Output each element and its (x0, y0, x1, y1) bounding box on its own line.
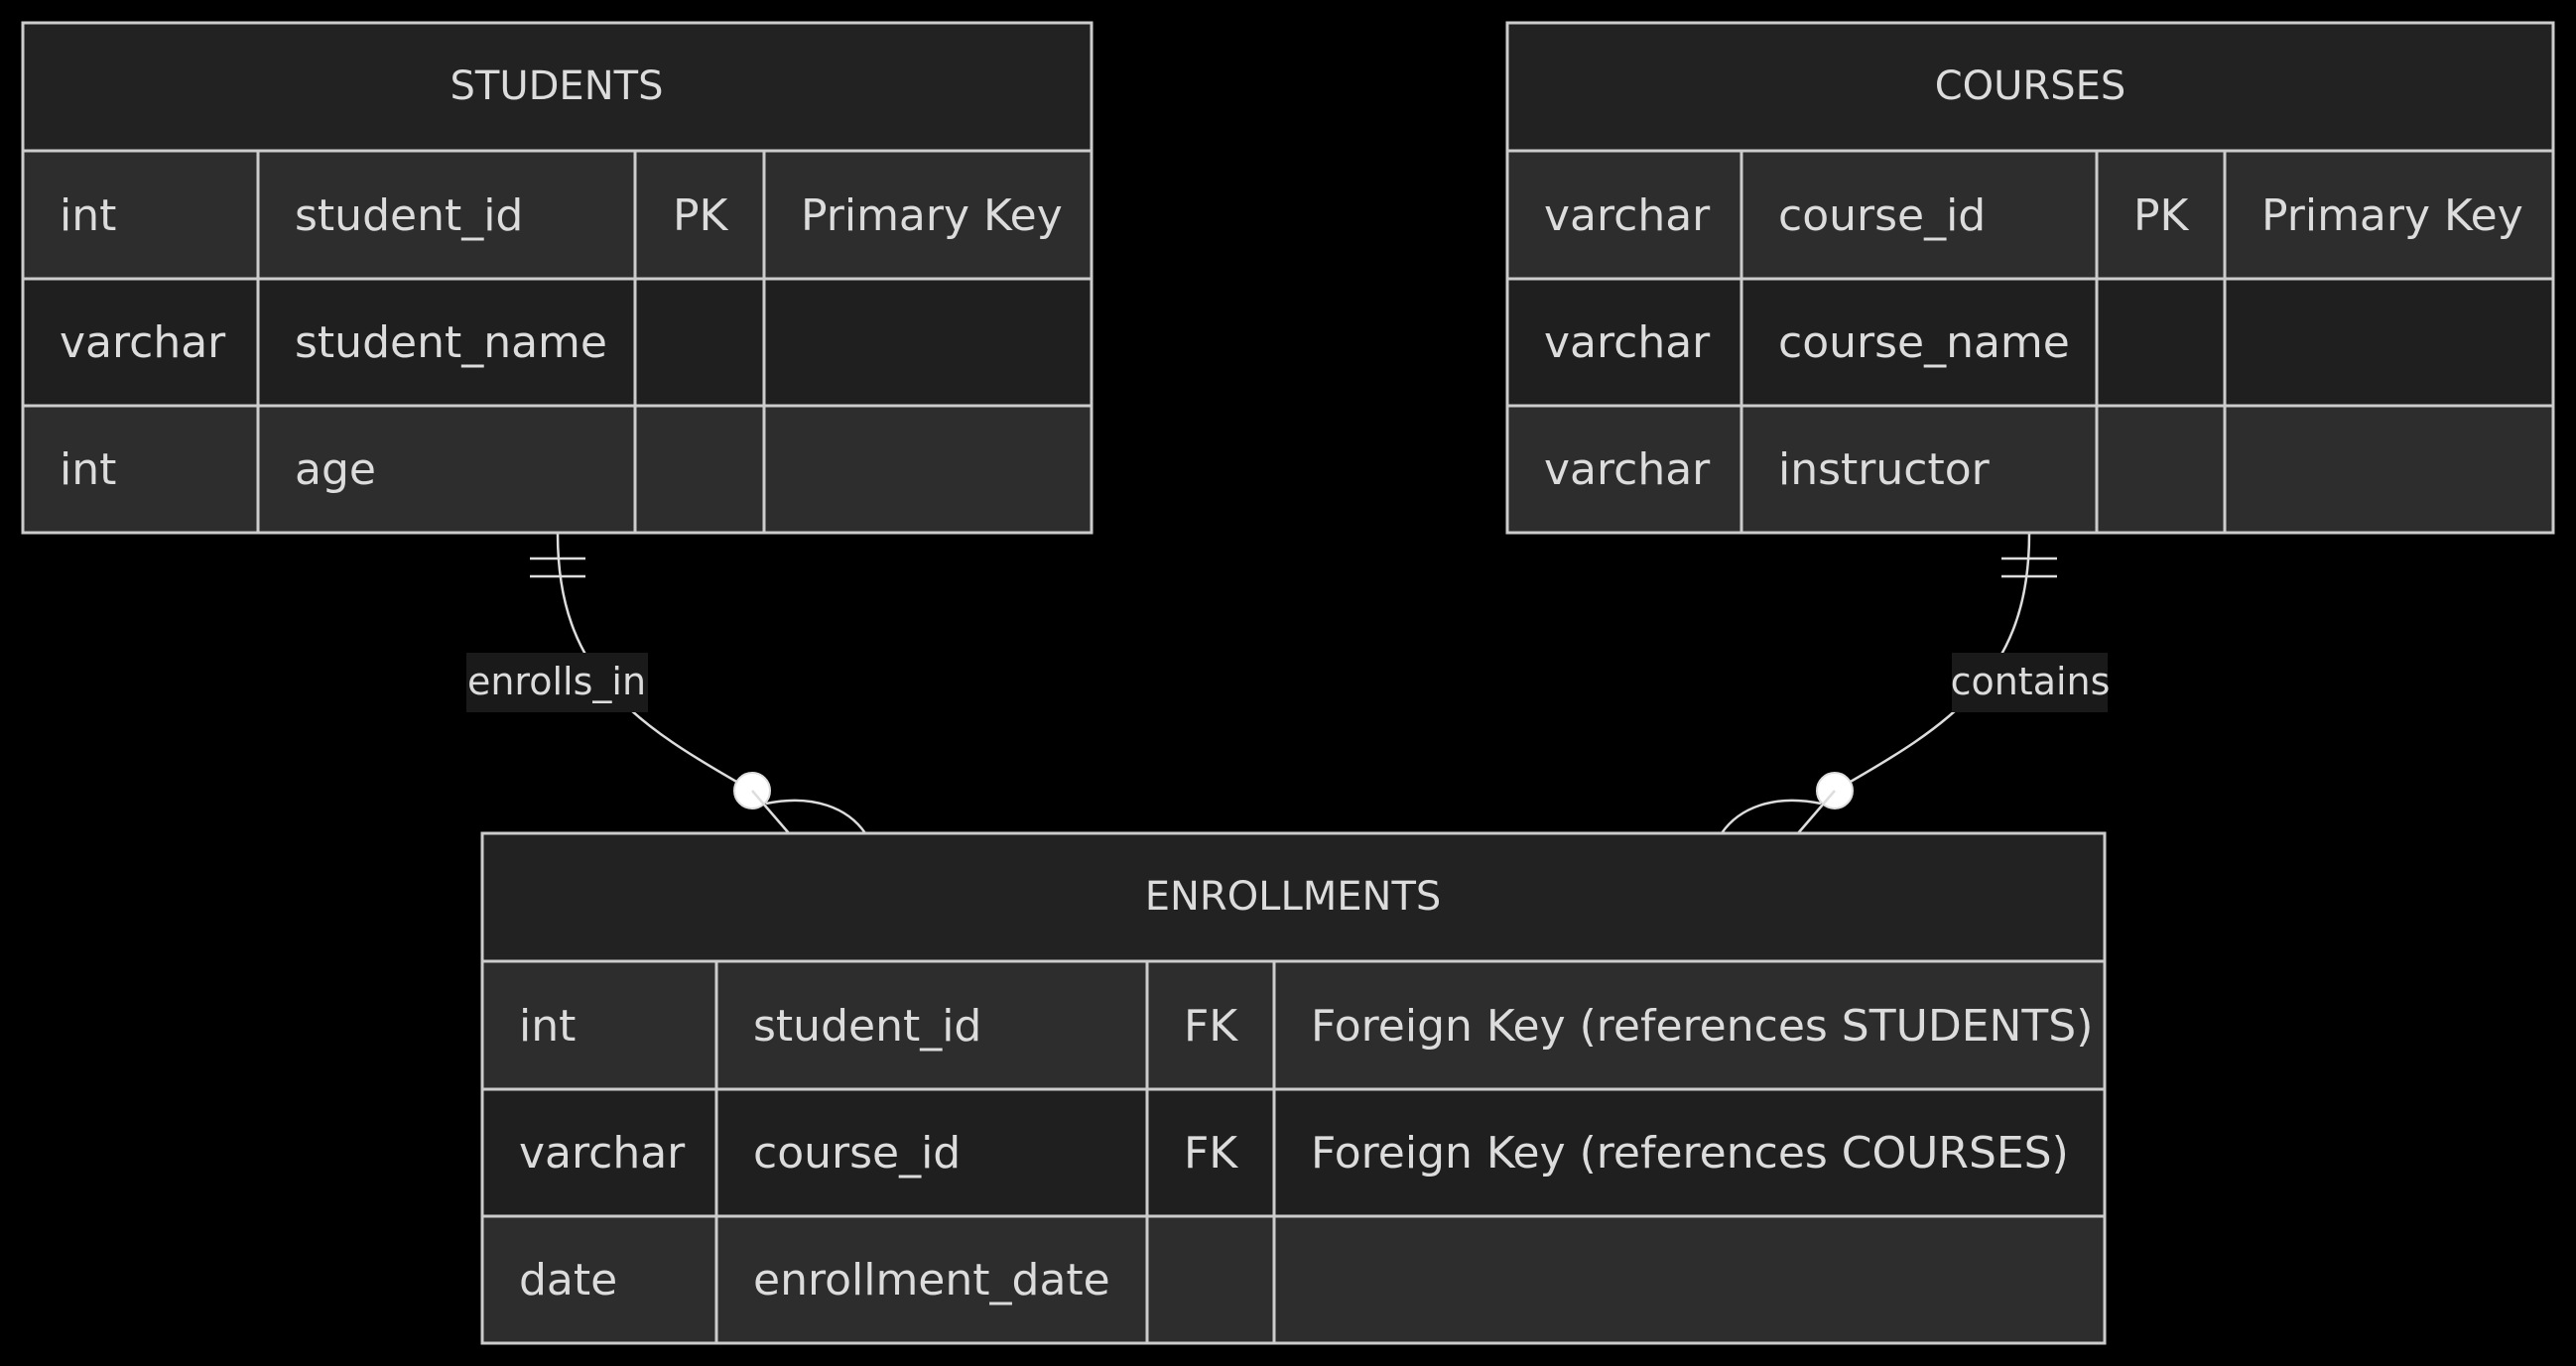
attribute-name: student_id (295, 190, 523, 241)
entity-students: STUDENTS int student_id PK Primary Key v… (21, 21, 1094, 535)
entity-row (1507, 406, 2553, 533)
crowfoot-marker (751, 790, 867, 834)
relationship-contains: contains (1720, 533, 2111, 834)
entity-enrollments: ENROLLMENTS int student_id FK Foreign Ke… (480, 831, 2107, 1345)
entity-header (482, 833, 2105, 961)
attribute-name: student_id (753, 1001, 981, 1052)
entity-title: STUDENTS (451, 63, 664, 109)
relationship-label-contains: contains (1951, 660, 2111, 703)
attribute-name: student_name (295, 317, 607, 368)
attribute-type: varchar (1544, 190, 1711, 241)
entity-row (1507, 151, 2553, 279)
crowfoot-marker (1720, 790, 1836, 834)
attribute-name: course_name (1778, 317, 2070, 368)
attribute-comment: Primary Key (2261, 190, 2523, 241)
relationship-label-bg (1952, 653, 2108, 712)
attribute-type: int (60, 444, 116, 495)
entity-row (482, 1089, 2105, 1216)
attribute-name: age (295, 444, 376, 495)
attribute-name: instructor (1778, 444, 1991, 495)
entity-title: ENROLLMENTS (1145, 874, 1442, 920)
attribute-type: int (60, 190, 116, 241)
attribute-key: FK (1184, 1001, 1238, 1052)
attribute-key: PK (673, 190, 729, 241)
relationship-enrolls-in: enrolls_in (466, 533, 867, 834)
attribute-key: FK (1184, 1128, 1238, 1179)
attribute-comment: Foreign Key (references STUDENTS) (1311, 1001, 2093, 1052)
entity-row (1507, 279, 2553, 406)
attribute-type: int (519, 1001, 576, 1052)
attribute-comment: Primary Key (801, 190, 1063, 241)
relationship-label-enrolls-in: enrolls_in (467, 660, 646, 703)
attribute-type: date (519, 1255, 617, 1305)
entity-row (23, 151, 1092, 279)
attribute-name: course_id (1778, 190, 1986, 241)
relationship-label-bg (466, 653, 648, 712)
attribute-key: PK (2133, 190, 2190, 241)
attribute-type: varchar (1544, 317, 1711, 368)
entity-title: COURSES (1935, 63, 2126, 109)
attribute-type: varchar (519, 1128, 686, 1179)
attribute-comment: Foreign Key (references COURSES) (1311, 1128, 2069, 1179)
entity-row (23, 406, 1092, 533)
entity-header (1507, 23, 2553, 151)
attribute-name: course_id (753, 1128, 961, 1179)
entity-header (23, 23, 1092, 151)
entity-courses: COURSES varchar course_id PK Primary Key… (1505, 21, 2555, 535)
attribute-type: varchar (1544, 444, 1711, 495)
attribute-type: varchar (60, 317, 226, 368)
entity-row (23, 279, 1092, 406)
entity-row (482, 1216, 2105, 1343)
entity-row (482, 961, 2105, 1089)
attribute-name: enrollment_date (753, 1255, 1110, 1305)
